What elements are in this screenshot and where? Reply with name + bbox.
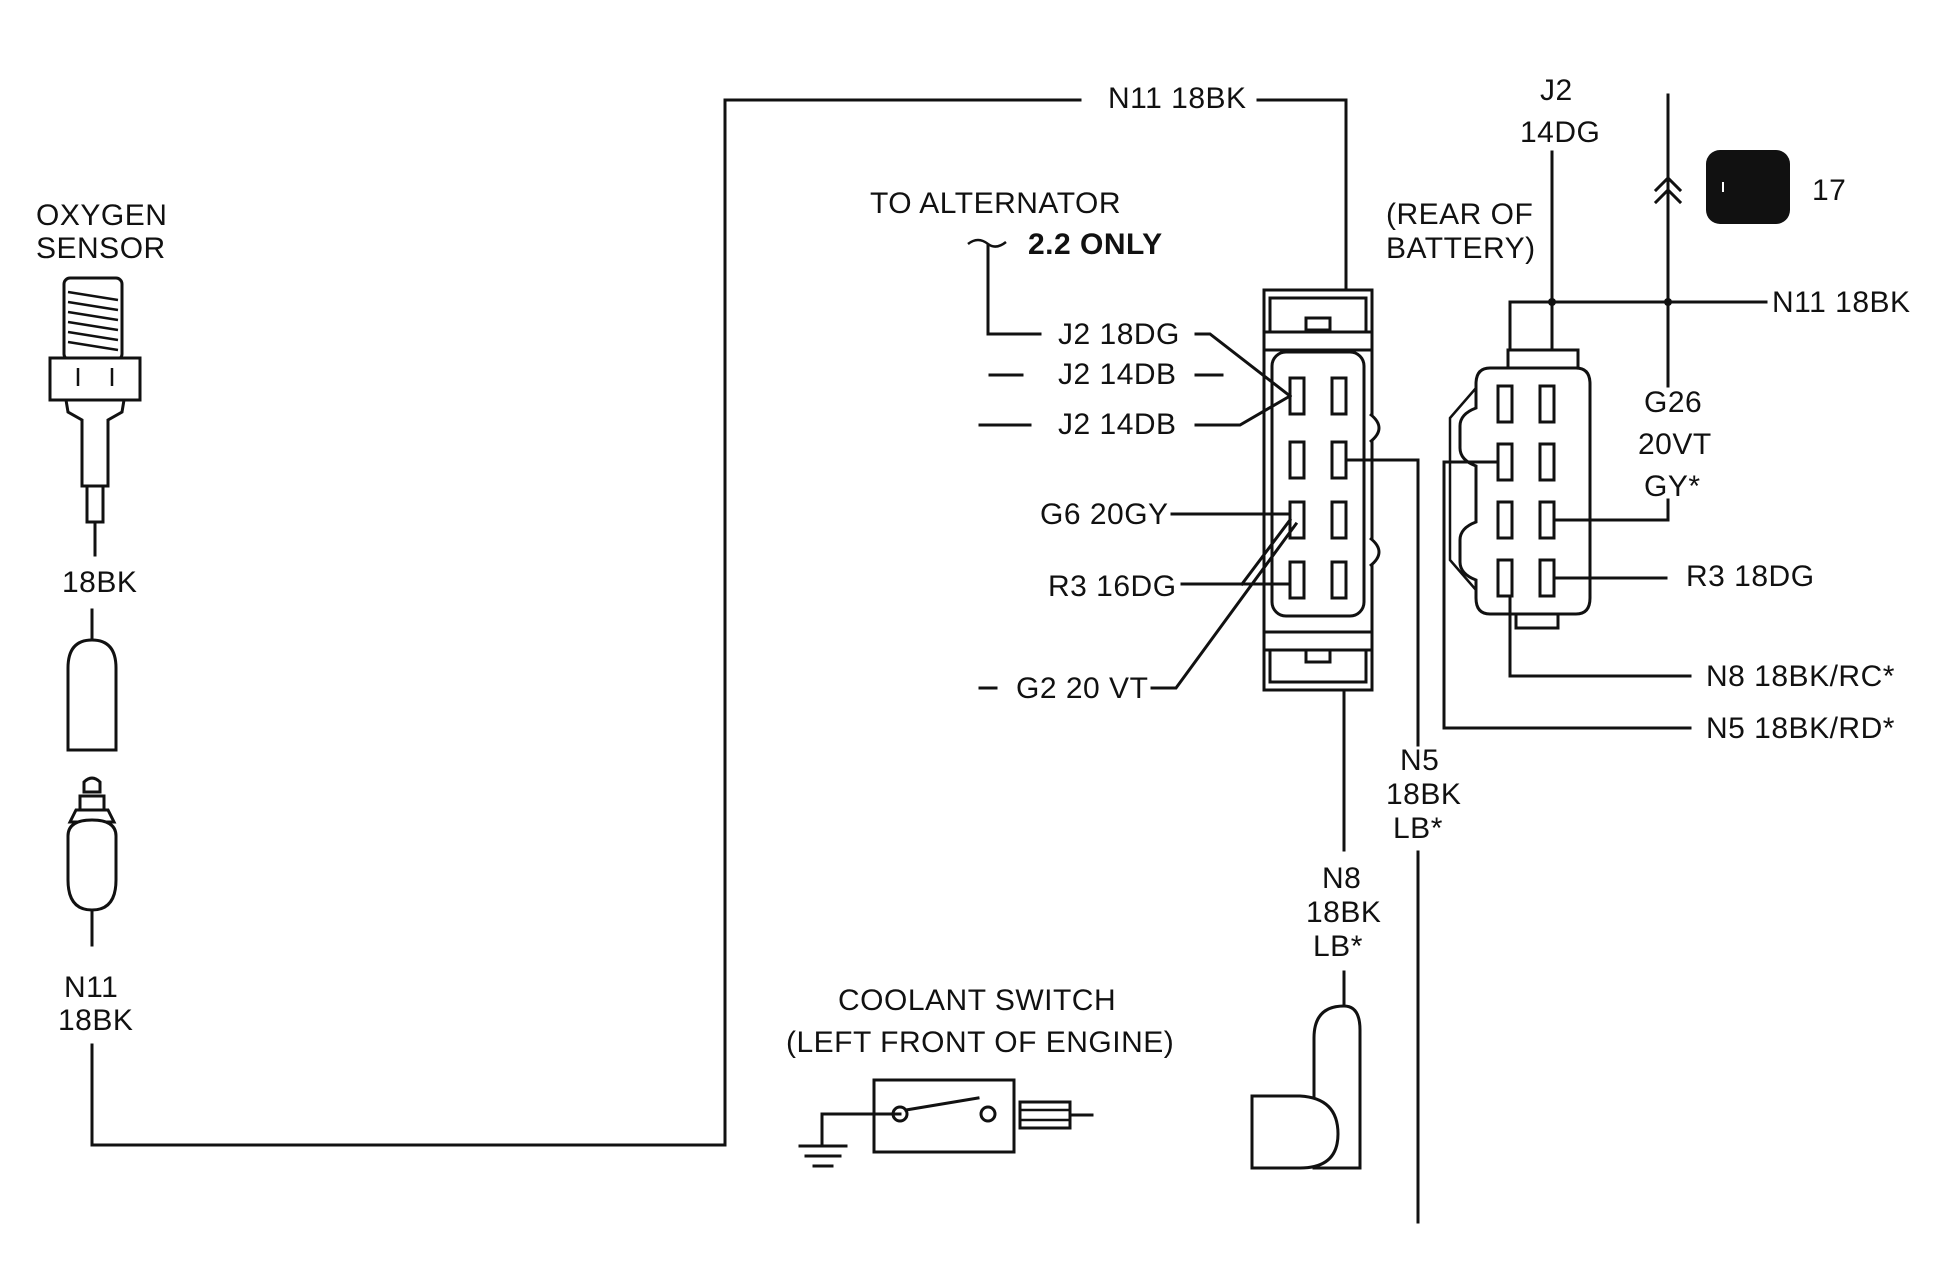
n8-label-2: 18BK bbox=[1306, 896, 1381, 929]
pin-2a bbox=[1288, 440, 1306, 480]
rpin-4a bbox=[1496, 558, 1514, 598]
n8-rc-label: N8 18BK/RC* bbox=[1706, 660, 1895, 693]
g26-label-1: G26 bbox=[1644, 386, 1702, 419]
junction-dot bbox=[1548, 298, 1556, 306]
junction-dot-2 bbox=[1664, 298, 1672, 306]
j2-top-label-1: J2 bbox=[1540, 74, 1573, 107]
rpin-4b bbox=[1538, 558, 1556, 598]
coolant-switch bbox=[798, 1078, 1094, 1168]
rear-of-battery-label-1: (REAR OF bbox=[1386, 198, 1533, 231]
arrow-icon bbox=[1653, 175, 1683, 193]
oxygen-sensor-connector bbox=[66, 608, 118, 947]
g2-20vt-wire bbox=[1150, 521, 1299, 690]
rpin-2a bbox=[1496, 442, 1514, 482]
r3-16dg-label: R3 16DG bbox=[1048, 570, 1177, 603]
g6-20gy-label: G6 20GY bbox=[1040, 498, 1169, 531]
j2-top-label-2: 14DG bbox=[1520, 116, 1600, 149]
only-22-label: 2.2 ONLY bbox=[1028, 228, 1163, 261]
n11-left-label-1: N11 bbox=[64, 971, 118, 1004]
n11-left-label-2: 18BK bbox=[58, 1004, 133, 1037]
rpin-2b bbox=[1538, 442, 1556, 482]
rpin-3b bbox=[1538, 500, 1556, 540]
j2-14db-b-label: J2 14DB bbox=[1058, 408, 1177, 441]
ref-number: 17 bbox=[1812, 174, 1846, 207]
r3-diag-wire bbox=[1239, 517, 1293, 587]
pin-4a bbox=[1288, 560, 1306, 600]
n5-rd-label: N5 18BK/RD* bbox=[1706, 712, 1895, 745]
rpin-1a bbox=[1496, 384, 1514, 424]
sensor-wire-label: 18BK bbox=[62, 566, 137, 599]
r3-18dg-label: R3 18DG bbox=[1686, 560, 1815, 593]
j2-14db-a-label: J2 14DB bbox=[1058, 358, 1177, 391]
main-connector bbox=[1262, 288, 1381, 692]
rpin-3a bbox=[1496, 500, 1514, 540]
g26-wire-bottom bbox=[1552, 498, 1670, 522]
n5-label-3: LB* bbox=[1393, 812, 1443, 845]
j2-14db-b-wire bbox=[1194, 393, 1293, 427]
oxygen-sensor-label-1: OXYGEN bbox=[36, 199, 167, 232]
arrow-icon-2 bbox=[1653, 187, 1683, 205]
n5-wire-upper bbox=[1344, 458, 1420, 747]
ground-icon bbox=[798, 1144, 848, 1168]
n8-label-3: LB* bbox=[1313, 930, 1363, 963]
j2-18dg-wire bbox=[986, 244, 1042, 336]
coolant-switch-label-1: COOLANT SWITCH bbox=[838, 984, 1116, 1017]
n11-top-label: N11 18BK bbox=[1108, 82, 1247, 115]
pin-4b bbox=[1330, 560, 1348, 600]
oxygen-sensor bbox=[48, 276, 142, 557]
n8-rc-wire bbox=[1508, 594, 1692, 678]
pin-3a bbox=[1288, 500, 1306, 540]
to-alternator-label: TO ALTERNATOR bbox=[870, 187, 1121, 220]
n5-rd-wire bbox=[1442, 460, 1692, 730]
battery-connector bbox=[1448, 348, 1592, 630]
pin-3b bbox=[1330, 500, 1348, 540]
n8-terminal bbox=[1250, 1004, 1362, 1170]
j2-18dg-to-pin bbox=[1194, 332, 1293, 399]
ref-badge-icon bbox=[1706, 150, 1790, 224]
g26-label-3: GY* bbox=[1644, 470, 1701, 503]
rpin-1b bbox=[1538, 384, 1556, 424]
pin-2b bbox=[1330, 440, 1348, 480]
to-alternator-squiggle bbox=[967, 238, 1007, 248]
n11-right-wire bbox=[1508, 300, 1768, 352]
n5-label-2: 18BK bbox=[1386, 778, 1461, 811]
g26-label-2: 20VT bbox=[1638, 428, 1712, 461]
rear-of-battery-label-2: BATTERY) bbox=[1386, 232, 1536, 265]
n5-label-1: N5 bbox=[1400, 744, 1439, 777]
j2-18dg-label: J2 18DG bbox=[1058, 318, 1180, 351]
coolant-switch-label-2: (LEFT FRONT OF ENGINE) bbox=[786, 1026, 1174, 1059]
pin-1b bbox=[1330, 376, 1348, 416]
pin-1a bbox=[1288, 376, 1306, 416]
g2-20vt-label: G2 20 VT bbox=[1016, 672, 1148, 705]
n11-ground-wire bbox=[90, 98, 1082, 1147]
n11-top-wire bbox=[1256, 98, 1348, 292]
n11-right-label: N11 18BK bbox=[1772, 286, 1911, 319]
n8-label-1: N8 bbox=[1322, 862, 1361, 895]
oxygen-sensor-label-2: SENSOR bbox=[36, 232, 166, 265]
